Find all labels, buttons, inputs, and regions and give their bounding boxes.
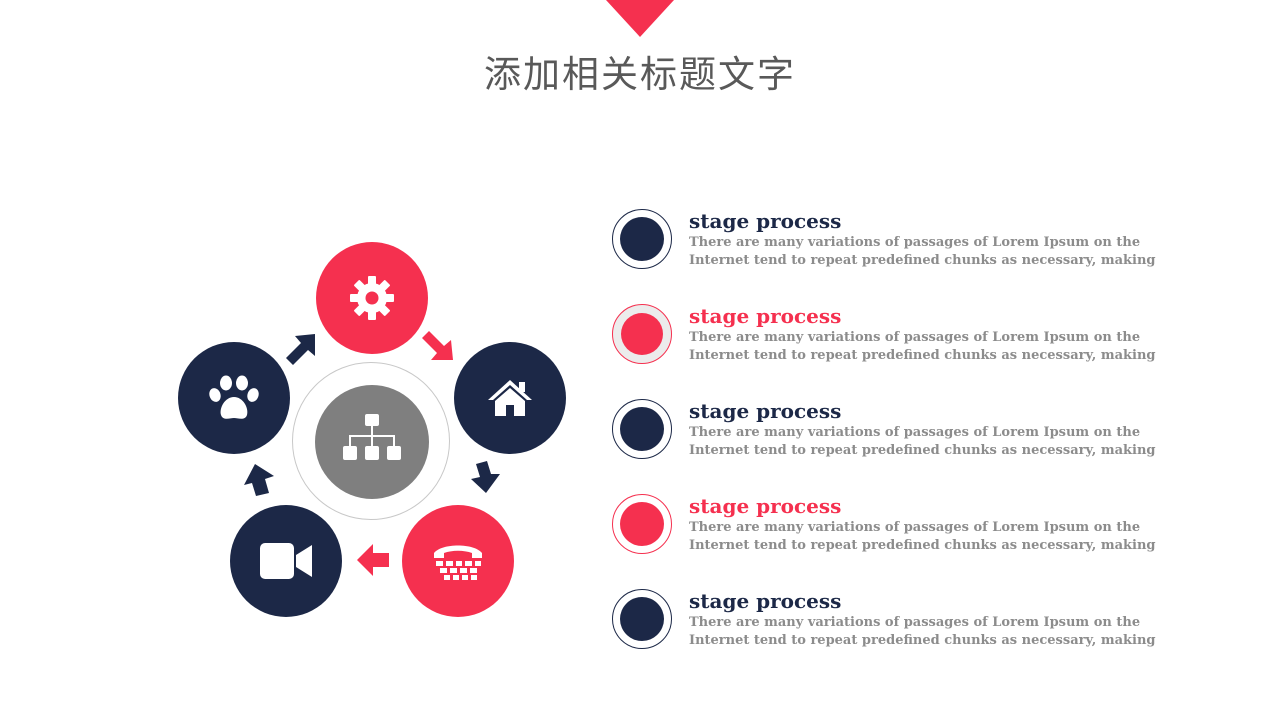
stage-title: stage process [689,304,842,328]
stage-description: There are many variations of passages of… [689,615,1156,648]
arrow-paw-to-gear [286,334,315,365]
stage-bullet [612,494,672,554]
telephone-icon [432,541,484,581]
page-title: 添加相关标题文字 [484,53,796,96]
stage-bullet [612,399,672,459]
arrow-gear-to-home [422,331,453,360]
sitemap-icon [343,414,401,470]
stage-description: There are many variations of passages of… [689,330,1156,363]
stage-title: stage process [689,399,842,423]
list-item: stage process There are many variations … [612,209,1252,271]
list-item: stage process There are many variations … [612,494,1252,556]
gear-icon [349,275,395,321]
telephone-node [402,505,514,617]
stage-bullet [612,209,672,269]
paw-icon [209,375,259,421]
arrow-telephone-to-video [357,544,389,576]
stage-title: stage process [689,209,842,233]
video-camera-icon [260,543,312,579]
stage-bullet [612,304,672,364]
list-item: stage process There are many variations … [612,399,1252,461]
video-camera-node [230,505,342,617]
stage-description: There are many variations of passages of… [689,235,1156,268]
stage-list: stage process There are many variations … [612,0,1252,719]
stage-description: There are many variations of passages of… [689,425,1156,458]
paw-node [178,342,290,454]
stage-description: There are many variations of passages of… [689,520,1156,553]
top-triangle-marker [606,0,674,37]
center-node [315,385,429,499]
stage-bullet [612,589,672,649]
stage-title: stage process [689,494,842,518]
center-ring [292,362,450,520]
list-item: stage process There are many variations … [612,304,1252,366]
stage-title: stage process [689,589,842,613]
cycle-diagram [0,0,600,719]
gear-node [316,242,428,354]
home-node [454,342,566,454]
home-icon [486,378,534,418]
arrow-home-to-telephone [471,461,500,493]
arrow-video-to-paw [244,464,274,496]
list-item: stage process There are many variations … [612,589,1252,651]
